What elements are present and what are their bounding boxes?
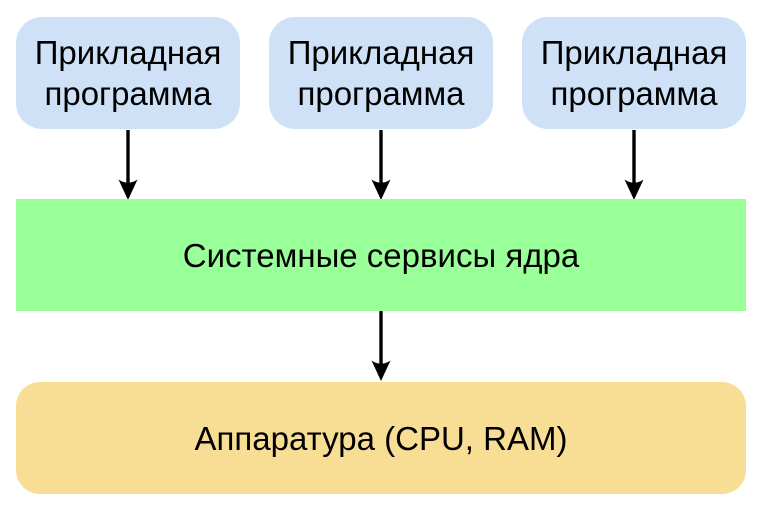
arrow-down-kernel-to-hardware-icon <box>371 311 391 381</box>
arrow-down-app2-to-kernel-icon <box>371 130 391 200</box>
node-application-program-3: Прикладная программа <box>522 17 746 129</box>
node-application-program-1: Прикладная программа <box>16 17 240 129</box>
node-hardware: Аппаратура (CPU, RAM) <box>16 382 746 494</box>
node-application-program-3-label: Прикладная программа <box>540 34 728 112</box>
node-hardware-label: Аппаратура (CPU, RAM) <box>194 419 568 457</box>
node-application-program-1-label: Прикладная программа <box>34 34 222 112</box>
arrow-down-app3-to-kernel-icon <box>624 130 644 200</box>
node-application-program-2: Прикладная программа <box>269 17 493 129</box>
node-kernel-services-label: Системные сервисы ядра <box>182 236 580 274</box>
node-kernel-services: Системные сервисы ядра <box>16 199 746 311</box>
arrow-down-app1-to-kernel-icon <box>118 130 138 200</box>
node-application-program-2-label: Прикладная программа <box>287 34 475 112</box>
